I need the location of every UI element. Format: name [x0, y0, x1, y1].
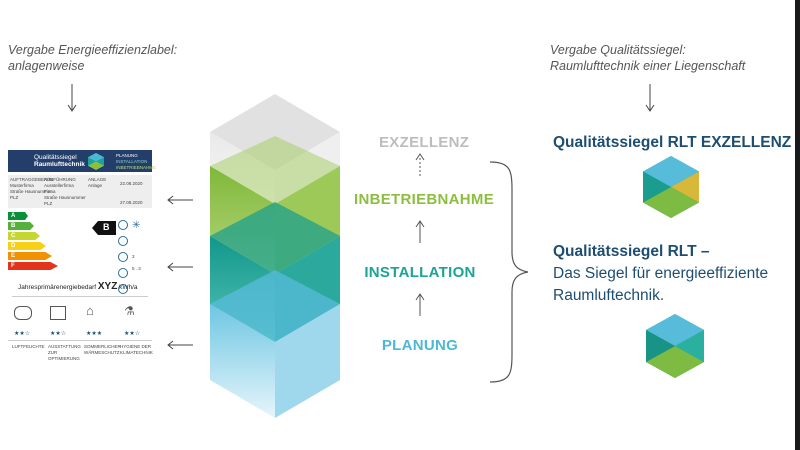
info-2-1: Ausstellerfirma [44, 183, 74, 188]
caption-1: LUFTFEUCHTE [12, 344, 45, 349]
class-bar-b: B [8, 222, 34, 230]
label-brand-line1: Qualitätssiegel [34, 154, 77, 161]
seal-basic-line1: Das Siegel für energieeffiziente [553, 265, 769, 282]
heat-recovery-icon [118, 236, 128, 246]
arrow-left-icon-1 [166, 192, 194, 210]
curly-brace [489, 161, 529, 383]
class-bar-d: D [8, 242, 46, 250]
small-value-1: 3 [132, 254, 135, 259]
demand-row: Jahresprimärenergiebedarf XYZ kWh/a [18, 281, 138, 292]
demand-value: XYZ [97, 281, 118, 292]
class-bar-e: E [8, 252, 52, 260]
seal-excellence-hexagon-icon [643, 156, 699, 218]
label-stage-list: PLANUNG INSTALLATION INBETRIEBNAHME [116, 153, 156, 171]
class-bar-f: F [8, 262, 58, 270]
info-2-4: PLZ [44, 201, 53, 206]
cube-inbetriebnahme-face [210, 136, 340, 204]
up-arrow-icon-2 [414, 293, 426, 322]
stage-installation: INSTALLATION [364, 264, 476, 281]
info-1-2: Straße Hausnummer [10, 189, 52, 194]
window-edge [795, 0, 800, 450]
info-1-1: Musterfirma [10, 183, 34, 188]
label-stage-2: INSTALLATION [116, 159, 148, 164]
info-2-3: Straße Hausnummer [44, 195, 86, 200]
arrow-left-icon-3 [166, 337, 194, 355]
right-note: Vergabe Qualitätssiegel: Raumlufttechnik… [550, 42, 790, 74]
stage-inbetriebnahme: INBETRIEBNAHME [354, 191, 495, 208]
down-arrow-right-icon [644, 84, 656, 119]
caption-3: SOMMERLICHER WÄRMESCHUTZ [84, 344, 121, 355]
label-info-panel: AUFTRAGGEBER/IN Musterfirma Straße Hausn… [8, 175, 152, 208]
caption-2: AUSSTATTUNG ZUR OPTIMIERUNG [48, 344, 81, 361]
cube-tower [210, 94, 340, 418]
caption-4: HYGIENE DER KLIMATECHNIK [120, 344, 153, 355]
label-side-icons [118, 220, 128, 294]
temperature-icon [118, 284, 128, 294]
stars-1: ★★☆ [14, 331, 31, 337]
info-3-0: ANLAGE [88, 177, 107, 182]
label-brand-line2: Raumlufttechnik [34, 161, 85, 168]
stage-planung: PLANUNG [381, 337, 459, 354]
class-bar-a: A [8, 212, 28, 220]
down-arrow-left-icon [66, 84, 78, 119]
label-stage-3: INBETRIEBNAHME [116, 165, 157, 170]
label-stage-1: PLANUNG [116, 153, 138, 158]
info-1-3: PLZ [10, 195, 19, 200]
small-value-2: 5 . 3 [132, 266, 141, 271]
class-bar-c: C [8, 232, 40, 240]
seal-basic-line2: Raumluftechnik. [553, 287, 665, 304]
humidity-icon [14, 306, 32, 320]
label-hexagon-icon [88, 153, 104, 170]
stars-2: ★★☆ [50, 331, 67, 337]
label-date: 22.08.2020 [120, 181, 143, 186]
cube-installation-top [210, 202, 340, 274]
seal-basic-hexagon-icon [646, 314, 704, 378]
seal-basic-title: Qualitätssiegel RLT – [553, 243, 710, 260]
cube-planung-top [210, 270, 340, 342]
pressure-icon [118, 268, 128, 278]
filter-icon [118, 252, 128, 262]
optimization-icon [50, 306, 66, 320]
current-class-marker: B [92, 221, 116, 235]
left-note-line1: Vergabe Energieeffizienzlabel: [8, 43, 178, 57]
demand-label: Jahresprimärenergiebedarf [18, 284, 97, 291]
label-divider [12, 296, 148, 297]
stars-4: ★★☆ [124, 331, 141, 337]
fan-icon [118, 220, 128, 230]
arrow-left-icon-2 [166, 259, 194, 277]
right-note-line1: Vergabe Qualitätssiegel: [550, 43, 686, 57]
up-arrow-icon-1 [414, 220, 426, 249]
energy-label-card: Qualitätssiegel Raumlufttechnik PLANUNG … [8, 150, 156, 362]
right-note-line2: Raumlufttechnik einer Liegenschaft [550, 59, 746, 73]
current-class-label: B [103, 222, 110, 232]
snowflake-icon: ✳ [132, 220, 141, 231]
left-note-line2: anlagenweise [8, 59, 85, 73]
energy-class-scale: A B C D E F [8, 212, 58, 270]
info-1-0: AUFTRAGGEBER/IN [10, 177, 54, 182]
left-note: Vergabe Energieeffizienzlabel: anlagenwe… [8, 42, 208, 74]
dashed-up-arrow-icon [414, 153, 426, 182]
stage-exzellenz: EXZELLENZ [379, 134, 470, 151]
info-2-2: Firma [44, 189, 56, 194]
label-date-2: 27.08.2020 [120, 200, 143, 205]
info-3-1: Anlage [88, 183, 103, 188]
label-header: Qualitätssiegel Raumlufttechnik PLANUNG … [8, 150, 156, 172]
info-2-0: AUSFÜHRUNG [44, 177, 76, 182]
label-divider-2 [8, 340, 152, 341]
seal-excellence-title: Qualitätssiegel RLT EXZELLENZ [553, 134, 792, 151]
stars-3: ★★★ [86, 331, 103, 337]
house-sun-icon: ⌂ [86, 303, 94, 318]
demand-unit: kWh/a [119, 284, 138, 291]
hygiene-icon: ⚗ [124, 304, 135, 318]
